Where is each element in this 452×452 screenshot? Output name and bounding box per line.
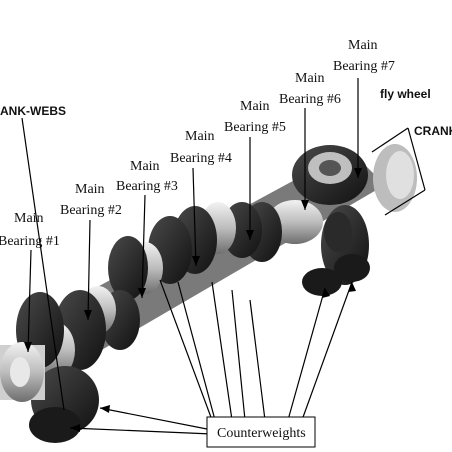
front-journal <box>0 342 45 402</box>
bearing-5-line1: Main <box>240 99 270 114</box>
leader-bearing-1 <box>27 249 32 353</box>
leader-cw-7 <box>249 299 266 421</box>
bearing-6-line1: Main <box>295 71 325 86</box>
counterweights-label: Counterweights <box>217 426 306 441</box>
bearing-3-line2: Bearing #3 <box>116 179 178 194</box>
leader-cw-4 <box>177 281 216 421</box>
leader-crank-webs <box>21 117 65 411</box>
bearing-6-line2: Bearing #6 <box>279 92 341 107</box>
leader-crank-bottom <box>384 189 426 216</box>
bearing-5-line2: Bearing #5 <box>224 120 286 135</box>
leader-lines <box>21 78 426 435</box>
counterweights-callout: Counterweights <box>206 416 316 448</box>
leader-bearing-3 <box>141 194 146 299</box>
leader-cw-9 <box>301 281 353 421</box>
leader-crank-top <box>371 127 409 153</box>
arrow-heads <box>24 168 362 432</box>
bearing-4-line2: Bearing #4 <box>170 151 232 166</box>
bearing-2-line2: Bearing #2 <box>60 203 122 218</box>
leader-bearing-2 <box>87 219 91 321</box>
leader-bearing-4 <box>192 167 197 267</box>
bearing-3-line1: Main <box>130 159 160 174</box>
bearing-7-line1: Main <box>348 38 378 53</box>
flywheel-flange <box>373 144 417 212</box>
leader-crank-right <box>407 127 426 191</box>
leader-cw-1 <box>99 407 213 431</box>
bearing-4-line1: Main <box>185 129 215 144</box>
leader-cw-6 <box>231 289 246 421</box>
counterweight-front <box>29 407 81 443</box>
crankshaft-body <box>0 144 417 443</box>
leader-cw-2 <box>69 427 213 435</box>
crank-label: CRANK <box>414 124 452 138</box>
bearing-7-line2: Bearing #7 <box>333 59 395 74</box>
leader-cw-8 <box>287 287 326 421</box>
web-7 <box>292 145 368 205</box>
counterweight-rear-b <box>334 254 370 282</box>
leader-cw-3 <box>159 279 213 421</box>
counterweight-rear-a <box>302 268 342 296</box>
fly-wheel-label: fly wheel <box>380 87 431 101</box>
bearing-1-line1: Main <box>14 211 44 226</box>
counterweights-box <box>206 416 316 448</box>
bearing-labels: Main Bearing #1 Main Bearing #2 Main Bea… <box>0 38 395 249</box>
bearing-1-line2: Bearing #1 <box>0 234 60 249</box>
crank-webs-label: ANK-WEBS <box>0 104 66 118</box>
leader-cw-5 <box>211 281 233 421</box>
bearing-2-line1: Main <box>75 182 105 197</box>
